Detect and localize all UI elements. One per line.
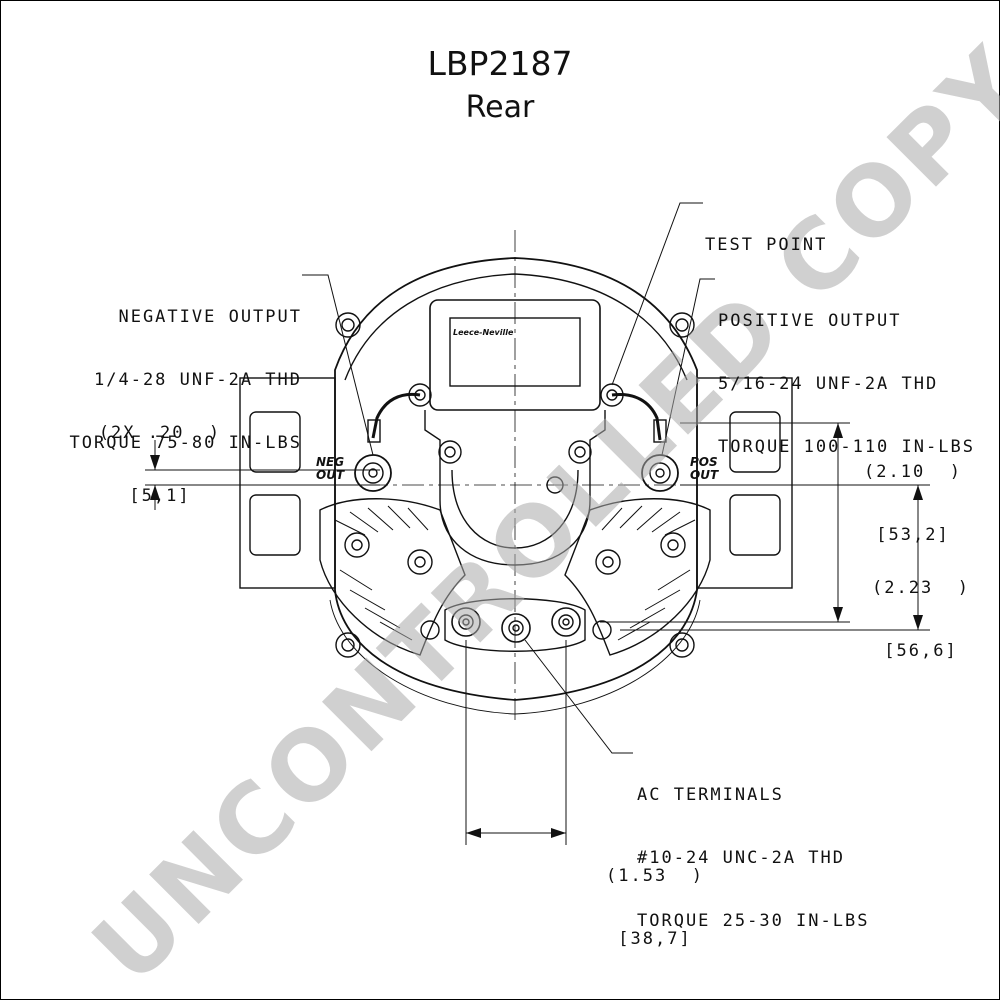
left-rectifier-diode-1 [344, 532, 370, 558]
housing-lower-arc-left [329, 599, 516, 715]
dimension-arrows [150, 423, 923, 838]
right-ear-slot-lower [729, 494, 781, 556]
left-rectifier-heatsink [319, 498, 466, 656]
dimension-1-53-mm: [38,7] [618, 929, 692, 949]
right-ear-slot-upper [729, 411, 781, 473]
housing-inner-arc [344, 273, 688, 381]
test-point-label: TEST POINT [705, 235, 828, 255]
negative-output-leader [302, 274, 374, 456]
negative-output-line-3: TORQUE 75-80 IN-LBS [69, 433, 302, 453]
offset-dimension: (2X .20 ) [5,1] [90, 381, 230, 528]
dimension-1-53-inch: (1.53 ) [606, 866, 704, 886]
neg-tag-line-2: OUT [316, 468, 345, 482]
pos-out-tag: POS OUT [690, 456, 718, 482]
bracket-inner-arc [451, 469, 579, 549]
dimension-2-10-mm: [53,2] [876, 525, 950, 545]
positive-output-leader [661, 278, 715, 456]
negative-lead-wire [371, 392, 421, 439]
corner-bolt-bottom-right [669, 632, 695, 658]
regulator-brand-label: Leece-Neville [453, 328, 514, 337]
drawing-subtitle: Rear [465, 90, 535, 125]
regulator-label-plate [449, 317, 581, 387]
left-rectifier-diode-2 [407, 549, 433, 575]
brush-holder-hole [546, 476, 564, 494]
right-rectifier-diode-2 [595, 549, 621, 575]
positive-output-terminal [641, 454, 679, 492]
right-rectifier-diode-1 [660, 532, 686, 558]
dimension-2-23: (2.23 ) [56,6] [866, 536, 976, 683]
positive-lead-wire [611, 392, 662, 441]
corner-bolt-top-left [335, 312, 361, 338]
pos-tag-line-2: OUT [690, 468, 719, 482]
left-ear-slot-upper [249, 411, 301, 473]
negative-output-line-2: 1/4-28 UNF-2A THD [94, 370, 302, 390]
pos-tag-line-1: POS [690, 455, 718, 469]
negative-output-line-1: NEGATIVE OUTPUT [118, 307, 302, 327]
neg-tag-line-1: NEG [316, 455, 345, 469]
ac-terminals-callout: AC TERMINALS #10-24 UNC-2A THD TORQUE 25… [637, 743, 869, 953]
ac-terminal-1 [451, 607, 481, 637]
corner-bolt-top-right [669, 312, 695, 338]
ac-terminal-block [444, 598, 586, 652]
positive-output-line-2: 5/16-24 UNF-2A THD [718, 374, 939, 394]
positive-output-callout: POSITIVE OUTPUT 5/16-24 UNF-2A THD TORQU… [718, 269, 975, 479]
bracket-screw-left [438, 440, 462, 464]
offset-dimension-inch: (2X .20 ) [98, 423, 222, 443]
dimension-lines [145, 422, 930, 845]
ac-terminals-line-2: #10-24 UNC-2A THD [637, 848, 845, 868]
left-heatsink-screw [420, 620, 440, 640]
ac-terminal-2 [501, 613, 531, 643]
ac-terminal-3 [551, 607, 581, 637]
negative-output-terminal [354, 454, 392, 492]
positive-lead-lug [653, 419, 667, 443]
dimension-2-10-inch: (2.10 ) [864, 462, 962, 482]
corner-bolt-bottom-left [335, 632, 361, 658]
dimension-2-10: (2.10 ) [53,2] [858, 420, 968, 567]
negative-lead-lug [367, 419, 381, 443]
right-rectifier-heatsink [564, 498, 711, 656]
dimension-2-23-mm: [56,6] [884, 641, 958, 661]
negative-output-callout: NEGATIVE OUTPUT 1/4-28 UNF-2A THD TORQUE… [40, 265, 302, 475]
bracket-screw-right [568, 440, 592, 464]
test-point-callout: TEST POINT [705, 193, 827, 277]
drawing-title: LBP2187 [427, 44, 573, 83]
ac-terminals-line-1: AC TERMINALS [637, 785, 784, 805]
right-heatsink-fins [601, 505, 696, 641]
positive-output-line-1: POSITIVE OUTPUT [718, 311, 902, 331]
regulator-screw-left [408, 383, 432, 407]
ac-terminals-leader [524, 639, 633, 754]
dimension-2-23-inch: (2.23 ) [872, 578, 970, 598]
neg-out-tag: NEG OUT [316, 456, 344, 482]
test-point-leader [611, 202, 703, 386]
positive-output-line-3: TORQUE 100-110 IN-LBS [718, 437, 975, 457]
dimension-1-53: (1.53 ) [38,7] [595, 824, 715, 971]
ac-terminals-line-3: TORQUE 25-30 IN-LBS [637, 911, 870, 931]
right-heatsink-screw [592, 620, 612, 640]
regulator-housing [429, 299, 601, 411]
left-heatsink-fins [334, 505, 429, 641]
offset-dimension-mm: [5,1] [129, 486, 191, 506]
left-ear-slot-lower [249, 494, 301, 556]
